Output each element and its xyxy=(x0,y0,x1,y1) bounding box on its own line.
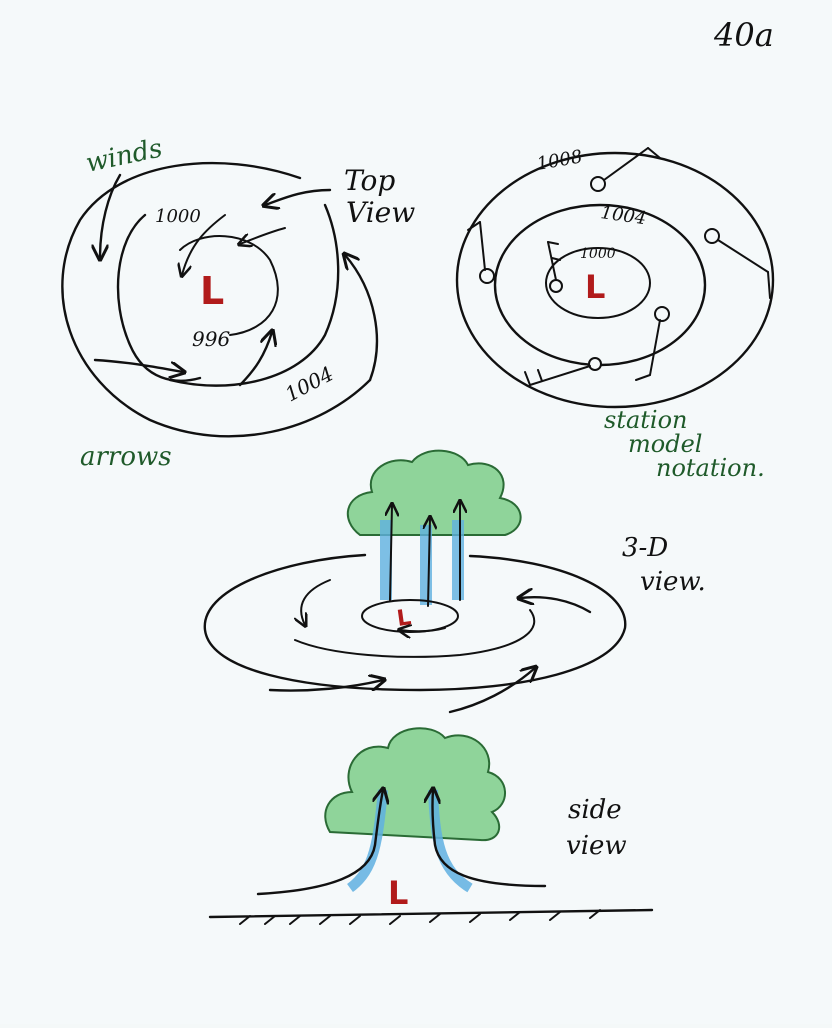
updraft-arrow-1 xyxy=(390,505,392,601)
wind-arrow-bottom-right xyxy=(238,332,272,387)
ring-arrow-bottom-right xyxy=(448,668,535,714)
notation-line1: station xyxy=(604,406,688,434)
station-symbol-4 xyxy=(547,241,563,293)
isobar-1008 xyxy=(455,151,775,409)
isobar-1008-label: 1008 xyxy=(535,146,584,175)
station-low-label: L xyxy=(585,268,605,306)
three-d-label-line2: view. xyxy=(640,567,706,597)
wind-arrow-bottom xyxy=(93,358,183,372)
wind-arrow-left xyxy=(100,173,122,258)
low-center-label: L xyxy=(200,269,224,313)
updraft-arrow-2 xyxy=(428,518,430,607)
three-d-view-diagram: L 3-D view. xyxy=(203,449,706,714)
notation-line2: model xyxy=(628,430,702,458)
outer-wind-arrow xyxy=(345,255,379,382)
isobar-996-label: 996 xyxy=(192,327,230,351)
side-view-diagram: L side view xyxy=(208,727,654,925)
updraft-1 xyxy=(380,520,392,600)
side-label-line2: view xyxy=(566,831,627,861)
inner-ring-arrow xyxy=(400,628,446,631)
three-d-label-line1: 3-D xyxy=(622,533,668,563)
top-view-diagram: 1000 996 1004 L winds arrows Top View xyxy=(61,133,415,472)
station-symbol-2 xyxy=(704,228,771,299)
middle-ring xyxy=(294,609,536,658)
station-symbol-5 xyxy=(635,306,670,381)
cloud-side xyxy=(324,727,506,842)
middle-isobar-left xyxy=(116,213,202,382)
ring-arrow-left xyxy=(301,579,331,625)
side-low-label: L xyxy=(388,874,408,912)
station-view-diagram: 1008 1004 1000 L station model notation. xyxy=(455,146,775,482)
side-flow-left xyxy=(256,790,383,896)
wind-arrow-top xyxy=(265,188,332,205)
ring-arrow-bottom xyxy=(268,680,383,692)
isobar-1000-label: 1000 xyxy=(155,206,201,227)
side-updraft-right xyxy=(428,789,473,893)
wind-arrow-inner-right xyxy=(240,227,286,244)
top-view-title-line1: Top xyxy=(344,164,395,197)
station-symbol-3 xyxy=(467,221,495,284)
cloud-top xyxy=(346,449,522,536)
side-flow-right xyxy=(432,790,547,888)
ground-hatch xyxy=(239,909,601,925)
inner-isobar xyxy=(179,235,279,336)
isobar-1000-ring xyxy=(545,247,651,319)
updraft-3 xyxy=(452,520,464,600)
station-symbol-1 xyxy=(590,147,661,192)
ground-line xyxy=(208,908,654,919)
three-d-low-label: L xyxy=(395,605,412,632)
station-symbol-6 xyxy=(524,357,602,386)
ring-arrow-right xyxy=(520,597,592,614)
outer-ring xyxy=(203,553,627,692)
page-number: 40a xyxy=(713,16,774,54)
arrows-label: arrows xyxy=(80,442,172,472)
top-view-title-line2: View xyxy=(346,196,415,229)
isobar-1004-label-right: 1004 xyxy=(599,202,647,229)
isobar-1000-label-right: 1000 xyxy=(580,246,616,262)
wind-arrow-inner xyxy=(182,214,226,275)
outer-isobar-arrow xyxy=(61,161,372,438)
side-label-line1: side xyxy=(568,795,622,825)
notation-line3: notation. xyxy=(656,454,765,482)
middle-isobar xyxy=(168,203,340,387)
